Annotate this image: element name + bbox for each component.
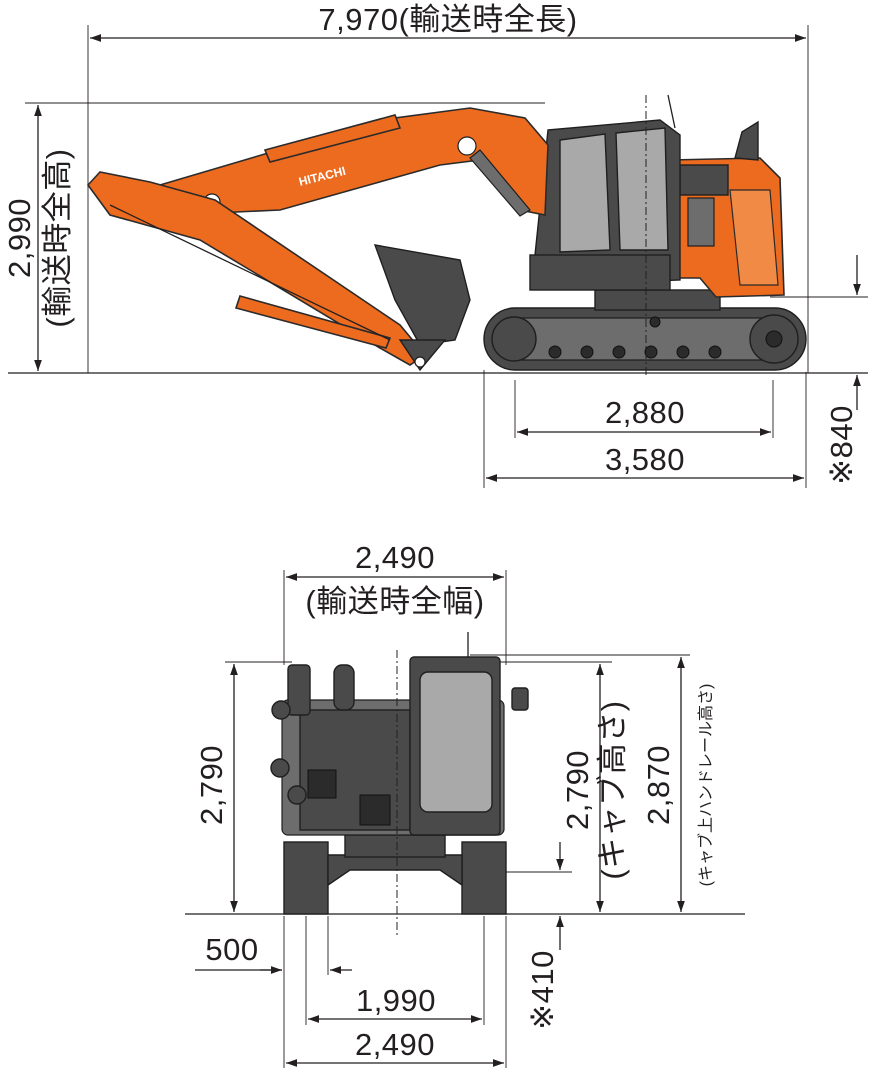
handrail-height-note: (キャブ上ハンドレール高さ): [696, 684, 715, 887]
arm-hydraulic-line: [109, 204, 391, 341]
crawler-length-label: 3,580: [605, 442, 685, 477]
left-track: [283, 841, 329, 915]
overall-width-note: (輸送時全幅): [305, 584, 484, 619]
rear-light: [359, 794, 391, 826]
cab-base: [529, 254, 671, 291]
track-rollers: [548, 316, 722, 359]
shoe-width-label: 500: [205, 932, 258, 967]
arm-cylinder: [263, 114, 402, 163]
counterweight: [729, 189, 779, 286]
bucket-linkage: [398, 339, 447, 372]
exhaust-stack: [734, 120, 759, 161]
ground-clearance-label: ※410: [525, 950, 560, 1030]
overall-height-value: 2,990: [2, 198, 37, 278]
bucket-pin: [414, 356, 426, 368]
cw-clearance-label: ※840: [824, 405, 859, 485]
overall-length-label: 7,970(輸送時全長): [318, 2, 577, 37]
cab-side-window: [615, 127, 669, 251]
side-view: 7,970(輸送時全長) 2,990 (輸送時全高) 2,880 3,580 ※…: [2, 2, 868, 488]
right-track: [461, 841, 507, 915]
engine-hood-top: [679, 164, 729, 196]
rear-lamp-lower: [287, 785, 307, 805]
cab-height-value: 2,790: [560, 750, 595, 830]
swing-bearing: [594, 289, 721, 311]
antenna: [667, 94, 676, 129]
rear-handrail: [287, 664, 311, 716]
tumbler-distance-label: 2,880: [605, 395, 685, 430]
cab-mirror-right: [511, 687, 529, 711]
swing-base: [344, 834, 446, 858]
idler-wheel: [491, 316, 537, 362]
handrail-height-value: 2,870: [641, 745, 676, 825]
sprocket-hub: [765, 330, 783, 348]
rear-mirror-left: [271, 700, 291, 720]
boom-pin: [457, 136, 477, 156]
boom: [158, 107, 549, 216]
excavator-side-illustration: HITACHI: [86, 94, 807, 375]
bucket: [373, 244, 471, 346]
rear-grille: [307, 769, 337, 799]
rear-view: 2,490 (輸送時全幅) 2,790 2,790 (キャブ高さ) 2,870 …: [185, 540, 745, 1068]
rear-lamp-left: [270, 758, 290, 778]
rear-exhaust: [333, 664, 355, 711]
cab-height-note: (キャブ高さ): [595, 700, 630, 879]
cab-front-window: [559, 133, 611, 253]
side-grille: [687, 197, 715, 247]
overall-height-note: (輸送時全高): [40, 148, 75, 327]
crawler-width-label: 2,490: [355, 1027, 435, 1062]
track-gauge-label: 1,990: [356, 983, 436, 1018]
overall-width-value: 2,490: [355, 540, 435, 575]
bucket-cylinder: [234, 295, 392, 349]
cab-rear-window: [419, 671, 493, 813]
excavator-rear-illustration: [270, 632, 529, 935]
boom-cylinder: [469, 149, 531, 217]
height-left-label: 2,790: [194, 745, 229, 825]
lower-frame: [327, 854, 463, 887]
